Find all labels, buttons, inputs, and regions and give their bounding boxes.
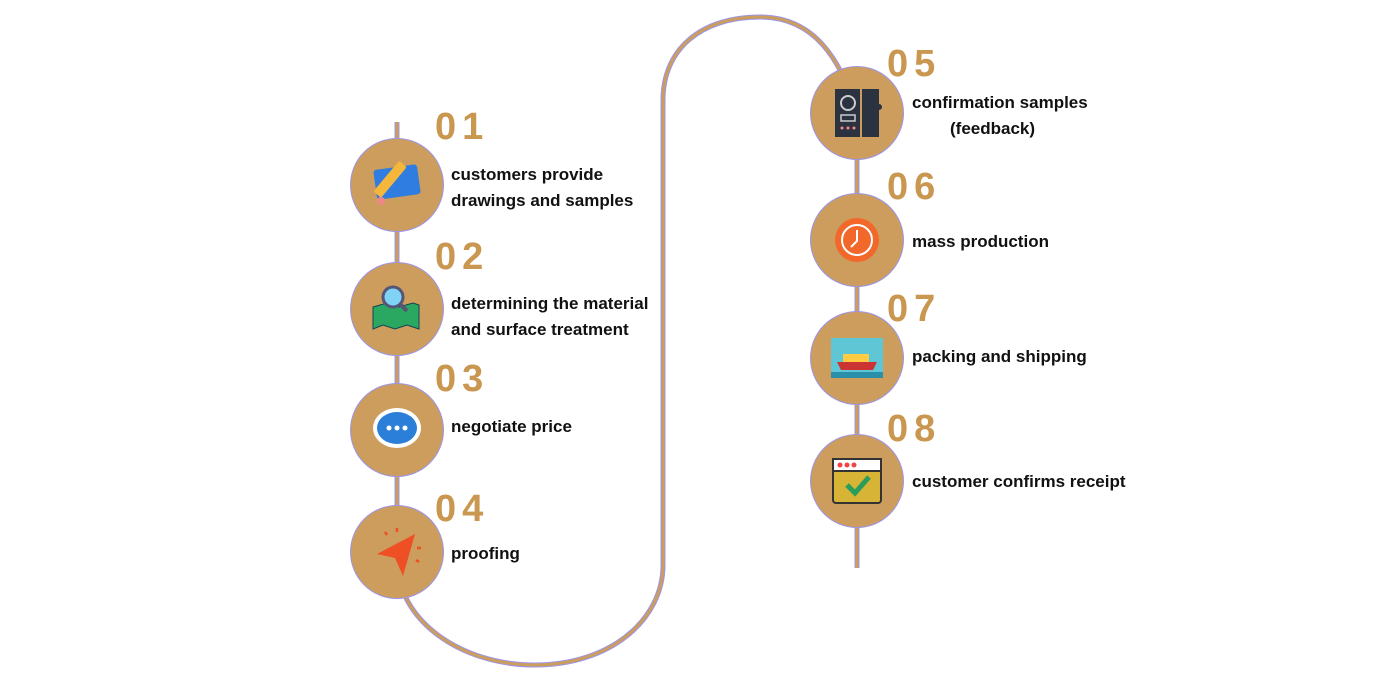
step-label-line: confirmation samples: [912, 93, 1088, 112]
chat-bubble-icon: [373, 408, 421, 448]
step-label-line: drawings and samples: [451, 191, 634, 210]
step-label: negotiate price: [451, 414, 572, 440]
step-label-line: customers provide: [451, 165, 604, 184]
step-label-line: determining the material: [451, 294, 649, 313]
cargo-ship-icon: [831, 338, 883, 378]
step-label-line: negotiate price: [451, 417, 572, 436]
step-label-line: packing and shipping: [912, 347, 1087, 366]
step-circle: [350, 262, 444, 356]
step-label: determining the material and surface trea…: [451, 291, 648, 343]
step-label-line: customer confirms receipt: [912, 472, 1126, 491]
step-number: 01: [435, 106, 490, 148]
step-label: packing and shipping: [912, 344, 1087, 370]
step-number: 02: [435, 236, 490, 278]
step-label: customers provide drawings and samples: [451, 162, 633, 214]
control-panel-icon: [835, 89, 882, 137]
pencil-blueprint-icon: [373, 161, 421, 205]
step-number: 04: [435, 488, 490, 530]
step-circle: [810, 311, 904, 405]
clock-cycle-icon: [835, 218, 879, 262]
step-label-line: and surface treatment: [451, 320, 629, 339]
step-circle: [810, 434, 904, 528]
step-circle: [350, 383, 444, 477]
step-label: mass production: [912, 229, 1049, 255]
step-label-line: (feedback): [950, 119, 1036, 138]
step-number: 03: [435, 358, 490, 400]
step-label: confirmation samples (feedback): [912, 90, 1088, 142]
step-number: 08: [887, 408, 942, 450]
step-number: 05: [887, 43, 942, 85]
checked-window-icon: [832, 458, 882, 504]
step-label: proofing: [451, 541, 520, 567]
step-number: 06: [887, 166, 942, 208]
step-circle: [350, 138, 444, 232]
cursor-arrow-icon: [377, 528, 421, 576]
step-label-line: proofing: [451, 544, 520, 563]
step-number: 07: [887, 288, 942, 330]
step-circle: [350, 505, 444, 599]
step-label-line: mass production: [912, 232, 1049, 251]
step-circle: [810, 193, 904, 287]
step-circle: [810, 66, 904, 160]
map-magnifier-icon: [372, 285, 420, 330]
step-label: customer confirms receipt: [912, 469, 1126, 495]
